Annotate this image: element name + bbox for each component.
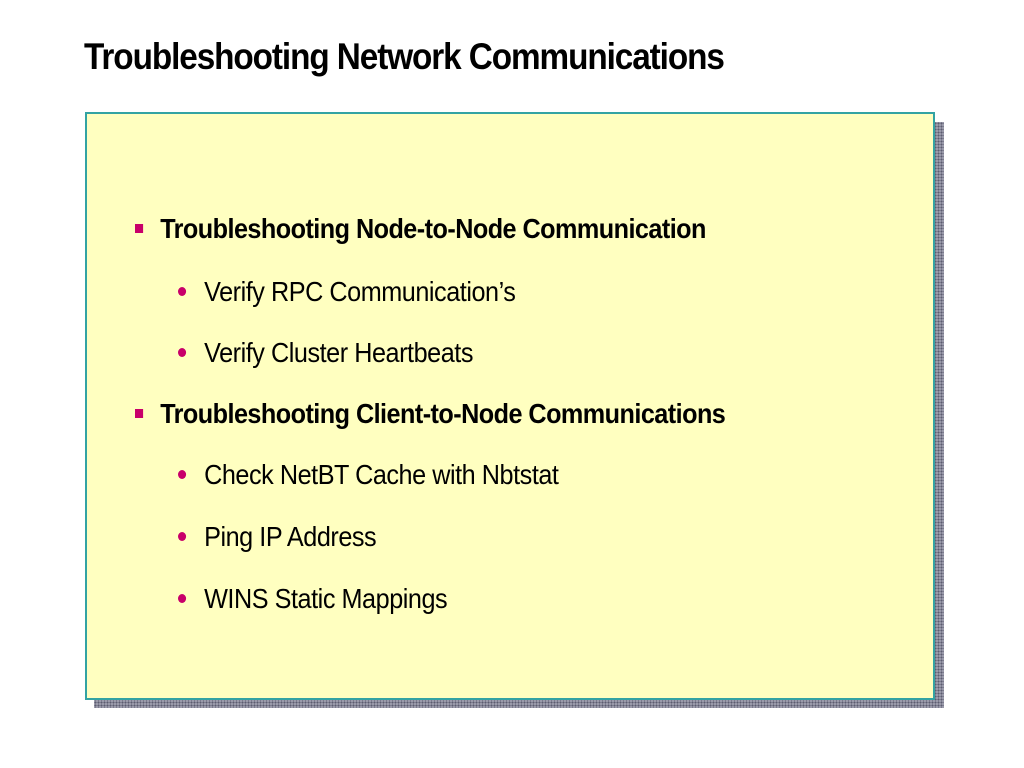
- dot-bullet-icon: [178, 470, 187, 479]
- dot-bullet-icon: [178, 532, 187, 541]
- dot-bullet-icon: [178, 348, 187, 357]
- dot-bullet-icon: [178, 594, 187, 603]
- sub-bullet-text: Verify Cluster Heartbeats: [204, 337, 473, 368]
- bullet-text: Troubleshooting Node-to-Node Communicati…: [160, 213, 706, 244]
- dot-bullet-icon: [178, 287, 187, 296]
- sub-bullet-item: Check NetBT Cache with Nbtstat: [178, 459, 559, 491]
- bullet-text: Troubleshooting Client-to-Node Communica…: [160, 398, 726, 429]
- sub-bullet-text: WINS Static Mappings: [204, 583, 448, 614]
- bullet-list: Troubleshooting Node-to-Node Communicati…: [87, 114, 933, 698]
- sub-bullet-text: Check NetBT Cache with Nbtstat: [204, 459, 559, 490]
- sub-bullet-text: Verify RPC Communication’s: [204, 276, 516, 307]
- sub-bullet-text: Ping IP Address: [204, 521, 377, 552]
- content-panel: Troubleshooting Node-to-Node Communicati…: [85, 112, 935, 700]
- bullet-item-node-to-node: Troubleshooting Node-to-Node Communicati…: [135, 213, 706, 245]
- slide-title: Troubleshooting Network Communications: [84, 36, 725, 77]
- sub-bullet-item: WINS Static Mappings: [178, 583, 448, 615]
- bullet-item-client-to-node: Troubleshooting Client-to-Node Communica…: [135, 398, 726, 430]
- sub-bullet-item: Verify Cluster Heartbeats: [178, 337, 473, 369]
- square-bullet-icon: [135, 224, 144, 233]
- sub-bullet-item: Verify RPC Communication’s: [178, 276, 516, 308]
- square-bullet-icon: [135, 409, 144, 418]
- sub-bullet-item: Ping IP Address: [178, 521, 377, 553]
